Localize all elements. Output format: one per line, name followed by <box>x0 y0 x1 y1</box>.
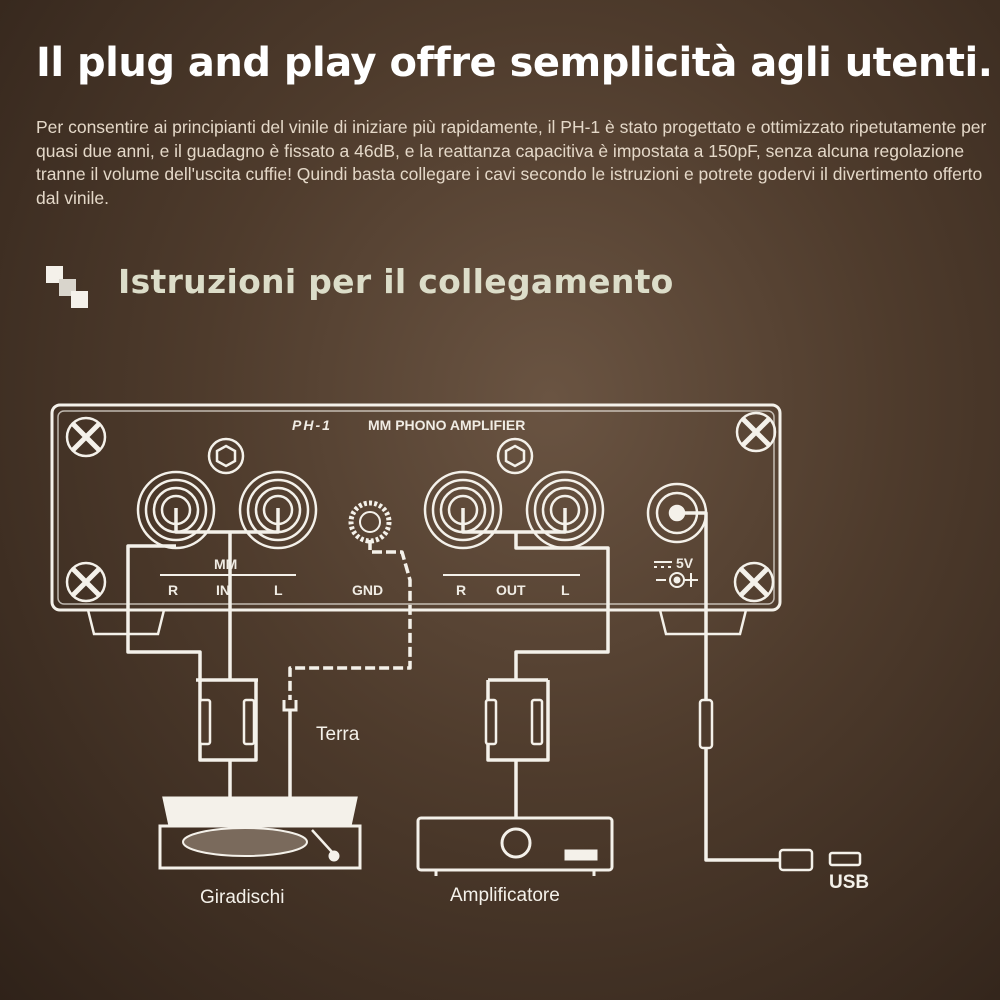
ground-caption: Terra <box>316 724 360 745</box>
power-label: 5V <box>676 555 694 571</box>
screw-icon <box>65 411 777 603</box>
squares-icon <box>46 266 88 308</box>
panel-model-text: PH-1 <box>292 417 332 433</box>
rca-plug-icon <box>198 698 544 746</box>
panel-name-text: MM PHONO AMPLIFIER <box>368 417 525 433</box>
section-title: Istruzioni per il collegamento <box>118 262 674 301</box>
page-headline: Il plug and play offre semplicità agli u… <box>36 40 993 86</box>
cables <box>126 508 780 862</box>
barrel-plug-icon <box>698 698 714 750</box>
mm-label: MM <box>214 556 237 572</box>
gnd-label: GND <box>352 582 383 598</box>
rca-jack-icon <box>136 470 605 550</box>
usb-caption: USB <box>829 872 869 893</box>
phono-amplifier-panel <box>50 403 782 636</box>
gnd-terminal-icon <box>348 500 392 544</box>
out-label: OUT <box>496 582 526 598</box>
turntable-icon <box>158 796 362 870</box>
amplifier-caption: Amplificatore <box>450 885 560 906</box>
in-r-label: R <box>168 582 178 598</box>
out-r-label: R <box>456 582 466 598</box>
in-l-label: L <box>274 582 283 598</box>
dc-symbol-icon <box>654 561 672 568</box>
polarity-icon <box>656 572 698 588</box>
turntable-caption: Giradischi <box>200 887 284 908</box>
usb-plug-icon <box>778 848 862 872</box>
in-label: IN <box>216 582 230 598</box>
intro-paragraph: Per consentire ai principianti del vinil… <box>36 117 987 208</box>
spade-terminal-icon <box>282 700 298 712</box>
amplifier-icon <box>416 816 614 876</box>
out-l-label: L <box>561 582 570 598</box>
hex-nut-icon <box>207 437 534 475</box>
